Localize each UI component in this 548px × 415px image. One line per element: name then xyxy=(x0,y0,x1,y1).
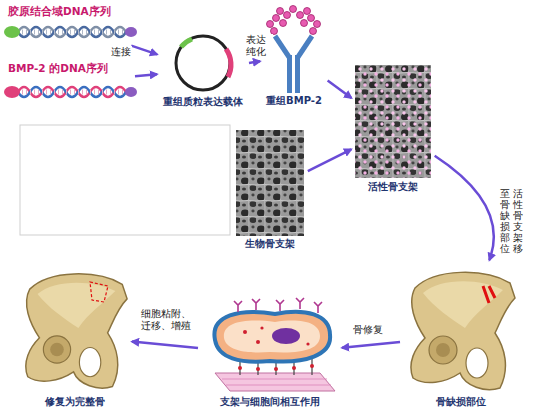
vertical-edge-label: 活性骨支架移至骨缺损部位 xyxy=(500,188,523,254)
plasmid-ring xyxy=(176,36,231,90)
flow-arrow xyxy=(131,46,157,55)
caption: 生物骨支架 xyxy=(245,237,295,250)
blank-frame xyxy=(20,125,230,235)
edge-label: 骨修复 xyxy=(352,324,384,336)
caption: 骨缺损部位 xyxy=(436,395,486,408)
dna-sequence: 胶原结合域DNA序列 xyxy=(5,3,130,45)
caption: BMP-2 的DNA序列 xyxy=(8,62,108,75)
caption: 支架与细胞间相互作用 xyxy=(220,395,320,408)
dna-strand xyxy=(4,26,137,38)
dna-sequence: BMP-2 的DNA序列 xyxy=(5,60,133,105)
flow-arrow xyxy=(308,149,351,171)
protein-figure xyxy=(267,6,321,94)
plasmid-node: 重组质粒表达载体 xyxy=(159,30,247,110)
cell-figure xyxy=(214,298,335,391)
caption: 修复为完整骨 xyxy=(45,395,105,408)
scaffold-node: 生物骨支架 xyxy=(234,128,306,252)
flow-arrow xyxy=(135,74,157,76)
pelvis-repaired xyxy=(26,274,127,388)
caption: 重组BMP-2 xyxy=(266,94,322,107)
scaffold-image xyxy=(236,130,304,236)
bone-node: 骨缺损部位 xyxy=(402,262,520,410)
bone-node: 修复为完整骨 xyxy=(20,262,130,410)
flow-arrow xyxy=(342,342,400,348)
scaffold-node: 活性骨支架 xyxy=(353,62,433,195)
flow-arrow xyxy=(249,61,260,63)
edge-label: 连接 xyxy=(110,46,132,58)
cell-node: 支架与细胞间相互作用 xyxy=(200,300,340,410)
pelvis-defect xyxy=(411,272,515,389)
flow-arrow xyxy=(132,342,198,348)
active-scaffold-image xyxy=(355,65,431,178)
caption: 重组质粒表达载体 xyxy=(163,95,243,108)
flow-arrow xyxy=(328,81,352,98)
flow-arrow xyxy=(435,156,494,260)
edge-label: 细胞粘附、迁移、增殖 xyxy=(140,308,196,332)
caption: 活性骨支架 xyxy=(368,180,418,193)
edge-label: 表达 纯化 xyxy=(245,34,273,58)
dna-strand xyxy=(4,86,137,98)
caption: 胶原结合域DNA序列 xyxy=(8,5,111,18)
